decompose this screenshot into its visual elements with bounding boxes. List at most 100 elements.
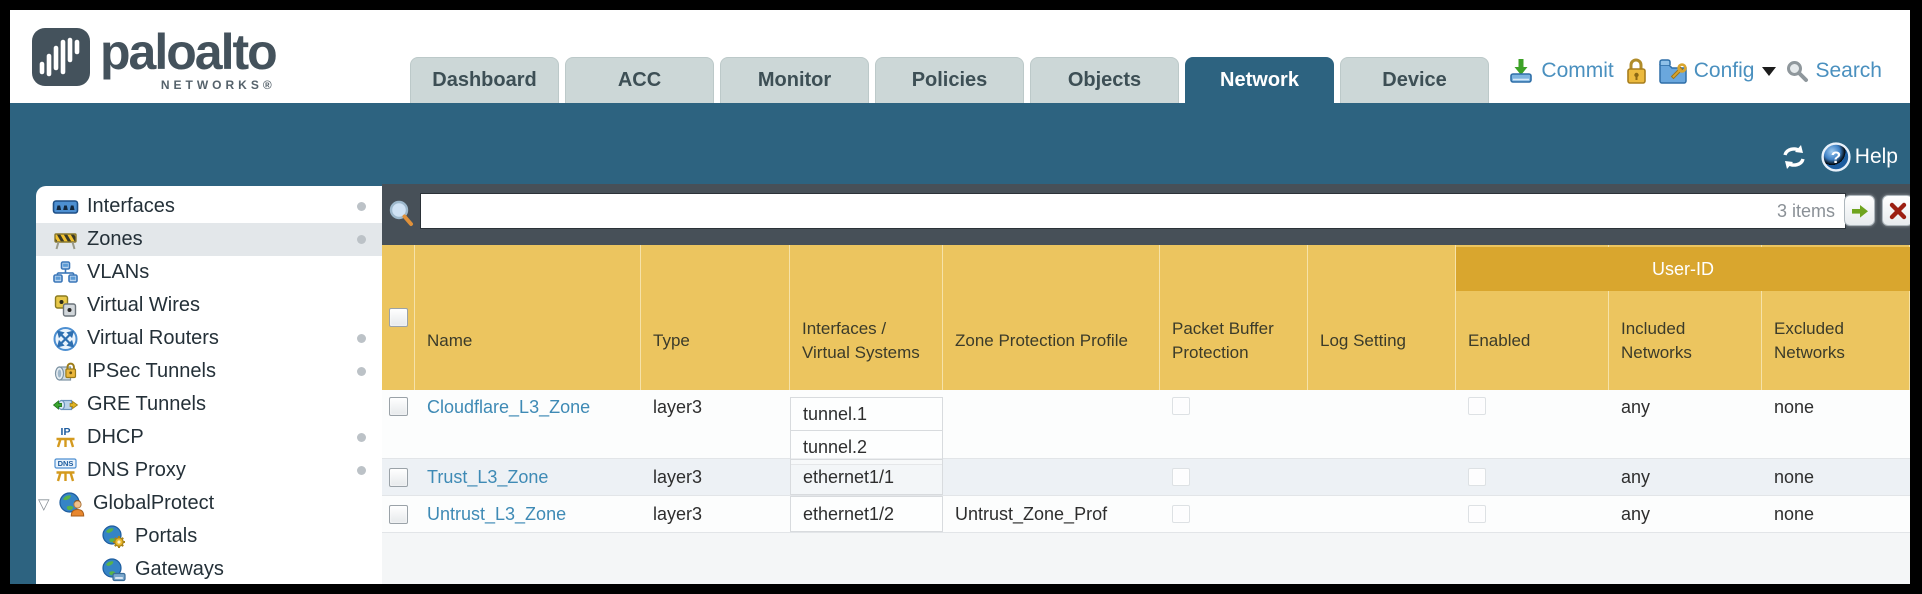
gateways-icon <box>100 557 128 583</box>
search-label: Search <box>1815 59 1882 82</box>
user-id-enabled-checkbox <box>1468 397 1486 415</box>
status-dot <box>357 334 366 343</box>
tab-device[interactable]: Device <box>1340 57 1489 103</box>
sidebar-item-label: DNS Proxy <box>87 459 186 481</box>
sidebar-item-ipsec-tunnels[interactable]: IPSec Tunnels <box>36 355 382 388</box>
sidebar-item-label: DHCP <box>87 426 144 448</box>
select-all-column-header <box>382 245 415 390</box>
zones-table-header: Name Type Interfaces / Virtual Systems Z… <box>382 245 1910 390</box>
sidebar-item-label: VLANs <box>87 261 150 283</box>
excluded-networks-cell: none <box>1774 397 1815 417</box>
help-button[interactable]: ? Help <box>1821 142 1898 172</box>
sidebar-item-zones[interactable]: Zones <box>36 223 382 256</box>
sidebar-item-label: Zones <box>87 228 143 250</box>
tab-policies[interactable]: Policies <box>875 57 1024 103</box>
zone-name-link[interactable]: Trust_L3_Zone <box>427 466 549 487</box>
gre-tunnels-icon <box>52 392 80 418</box>
sidebar-item-globalprotect[interactable]: ▽ GlobalProtect <box>36 487 382 520</box>
log-setting-cell <box>1308 459 1456 495</box>
interface-item: ethernet1/1 <box>790 459 943 495</box>
sidebar-item-gre-tunnels[interactable]: GRE Tunnels <box>36 388 382 421</box>
column-header-name[interactable]: Name <box>415 245 641 390</box>
paloalto-logo: paloalto NETWORKS® <box>32 24 278 92</box>
sidebar-list: Interfaces <box>36 186 382 584</box>
user-id-enabled-checkbox <box>1468 468 1486 486</box>
zone-type-cell: layer3 <box>653 466 703 487</box>
table-row[interactable]: Trust_L3_Zone layer3 ethernet1/1 any non… <box>382 459 1910 496</box>
commit-label: Commit <box>1541 59 1614 82</box>
log-setting-cell <box>1308 496 1456 532</box>
sidebar-item-interfaces[interactable]: Interfaces <box>36 190 382 223</box>
sidebar-item-virtual-routers[interactable]: Virtual Routers <box>36 322 382 355</box>
sidebar-item-dns-proxy[interactable]: DNS DNS Proxy <box>36 454 382 487</box>
column-header-packet-buffer-protection[interactable]: Packet Buffer Protection <box>1160 245 1308 390</box>
tab-network[interactable]: Network <box>1185 57 1334 103</box>
virtual-wires-icon <box>52 293 80 319</box>
main-tab-bar: Dashboard ACC Monitor Policies Objects N… <box>410 57 1489 103</box>
zone-name-link[interactable]: Cloudflare_L3_Zone <box>427 397 591 417</box>
column-header-included-networks[interactable]: Included Networks <box>1609 245 1762 390</box>
included-networks-cell: any <box>1621 397 1651 417</box>
banner-actions: ? Help <box>1779 142 1898 172</box>
top-header: paloalto NETWORKS® Dashboard ACC Monitor… <box>10 10 1910 103</box>
zone-protection-cell <box>943 459 1160 495</box>
ipsec-tunnels-icon <box>52 359 80 385</box>
sidebar-item-label: Gateways <box>135 558 224 580</box>
header-actions: Commit Config <box>1507 56 1882 86</box>
config-label: Config <box>1693 59 1755 82</box>
refresh-icon[interactable] <box>1779 144 1809 170</box>
user-id-group-header: User-ID <box>1456 247 1910 291</box>
logo-wordmark: paloalto <box>100 24 278 80</box>
row-checkbox[interactable] <box>389 504 408 524</box>
green-arrow-icon <box>1851 204 1868 218</box>
sidebar-item-gateways[interactable]: Gateways <box>36 553 382 584</box>
sidebar-item-label: Interfaces <box>87 195 175 217</box>
zone-interfaces-cell: ethernet1/1 <box>790 459 943 495</box>
filter-input[interactable]: 3 items <box>420 193 1846 229</box>
close-icon <box>1889 202 1906 219</box>
column-header-enabled[interactable]: Enabled <box>1456 245 1609 390</box>
excluded-networks-cell: none <box>1774 503 1815 524</box>
sidebar-item-virtual-wires[interactable]: Virtual Wires <box>36 289 382 322</box>
tab-monitor[interactable]: Monitor <box>720 57 869 103</box>
commit-button[interactable]: Commit <box>1507 57 1614 85</box>
sidebar-item-label: Virtual Routers <box>87 327 219 349</box>
paloalto-logo-icon <box>32 28 90 86</box>
tab-dashboard[interactable]: Dashboard <box>410 57 559 103</box>
clear-filter-button[interactable] <box>1882 195 1910 226</box>
apply-filter-button[interactable] <box>1844 195 1875 226</box>
user-id-enabled-checkbox <box>1468 505 1486 523</box>
zone-type-cell: layer3 <box>653 503 703 524</box>
zone-name-link[interactable]: Untrust_L3_Zone <box>427 503 567 524</box>
sidebar-item-dhcp[interactable]: IP DHCP <box>36 421 382 454</box>
lock-icon[interactable] <box>1623 56 1649 86</box>
status-dot <box>357 367 366 376</box>
virtual-routers-icon <box>52 326 80 352</box>
collapse-triangle-icon[interactable]: ▽ <box>38 495 50 513</box>
sidebar-item-label: GRE Tunnels <box>87 393 206 415</box>
zones-table-body: Cloudflare_L3_Zone layer3 tunnel.1 tunne… <box>382 390 1910 533</box>
column-header-log-setting[interactable]: Log Setting <box>1308 245 1456 390</box>
column-header-excluded-networks[interactable]: Excluded Networks <box>1762 245 1910 390</box>
table-row[interactable]: Untrust_L3_Zone layer3 ethernet1/2 Untru… <box>382 496 1910 533</box>
global-search-button[interactable]: Search <box>1785 59 1882 83</box>
search-icon <box>1787 61 1809 82</box>
table-filter-bar: 3 items <box>382 184 1910 245</box>
row-checkbox[interactable] <box>389 467 408 487</box>
included-networks-cell: any <box>1621 503 1651 524</box>
column-header-type[interactable]: Type <box>641 245 790 390</box>
filter-search-icon[interactable] <box>387 199 417 229</box>
column-header-interfaces[interactable]: Interfaces / Virtual Systems <box>790 245 943 390</box>
interface-item: tunnel.1 <box>790 397 943 431</box>
row-checkbox[interactable] <box>389 397 408 416</box>
table-row[interactable]: Cloudflare_L3_Zone layer3 tunnel.1 tunne… <box>382 390 1910 465</box>
config-menu-button[interactable]: Config <box>1658 57 1777 85</box>
column-header-zone-protection-profile[interactable]: Zone Protection Profile <box>943 245 1160 390</box>
sidebar-item-portals[interactable]: Portals <box>36 520 382 553</box>
sidebar-item-vlans[interactable]: VLANs <box>36 256 382 289</box>
select-all-checkbox[interactable] <box>388 308 408 327</box>
help-icon: ? <box>1821 142 1851 172</box>
tab-objects[interactable]: Objects <box>1030 57 1179 103</box>
tab-acc[interactable]: ACC <box>565 57 714 103</box>
